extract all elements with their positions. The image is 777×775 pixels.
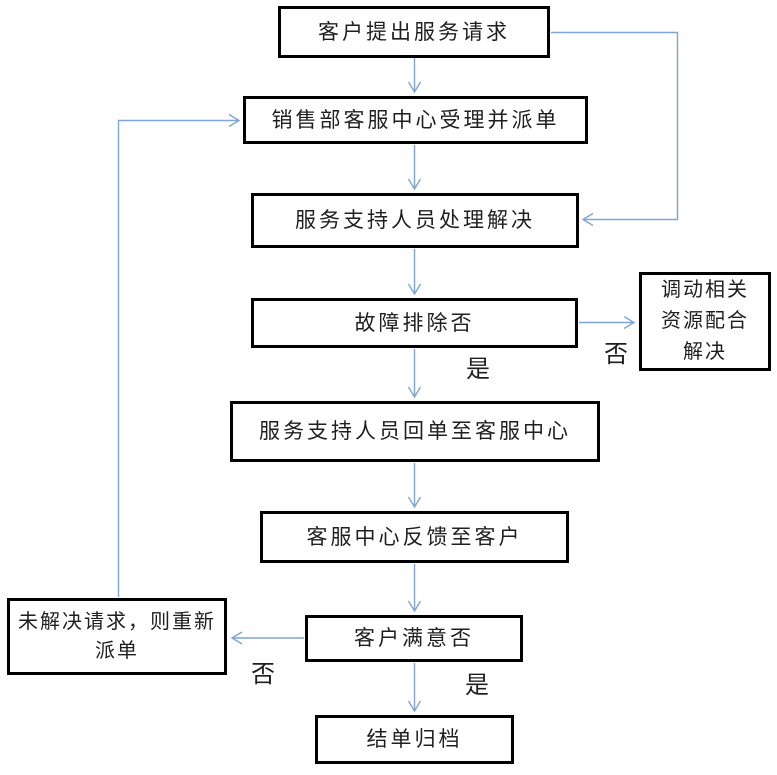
flow-node-request: 客户提出服务请求 bbox=[278, 6, 550, 58]
flow-node-accept-dispatch-label: 销售部客服中心受理并派单 bbox=[271, 107, 560, 132]
flow-node-redispatch: 未解决请求，则重新 派单 bbox=[7, 598, 227, 675]
edge-label-fault-no: 否 bbox=[604, 342, 628, 368]
flow-node-redispatch-line2: 派单 bbox=[95, 639, 139, 662]
flow-node-mobilize-line1: 调动相关 bbox=[661, 279, 749, 301]
flow-node-feedback: 客服中心反馈至客户 bbox=[260, 511, 569, 563]
connector-redispatch-to-accept bbox=[117, 113, 241, 597]
edge-label-satisfied-no: 否 bbox=[251, 662, 275, 688]
edge-label-fault-yes: 是 bbox=[466, 357, 490, 383]
flow-node-mobilize-resources: 调动相关 资源配合 解决 bbox=[639, 272, 771, 371]
flow-node-redispatch-line1: 未解决请求，则重新 bbox=[18, 610, 216, 633]
flow-node-fault-cleared: 故障排除否 bbox=[251, 298, 578, 348]
flow-node-fault-cleared-label: 故障排除否 bbox=[354, 310, 475, 335]
flow-node-support-handle: 服务支持人员处理解决 bbox=[251, 193, 579, 248]
flow-node-mobilize-line3: 解决 bbox=[683, 341, 727, 363]
flow-node-archive-label: 结单归档 bbox=[366, 727, 463, 752]
flow-node-support-handle-label: 服务支持人员处理解决 bbox=[295, 208, 535, 233]
flow-node-feedback-label: 客服中心反馈至客户 bbox=[306, 524, 523, 549]
flow-node-satisfied: 客户满意否 bbox=[305, 615, 523, 662]
flow-node-accept-dispatch: 销售部客服中心受理并派单 bbox=[243, 96, 588, 144]
flow-node-archive: 结单归档 bbox=[315, 715, 514, 764]
flow-node-return-order: 服务支持人员回单至客服中心 bbox=[230, 401, 600, 462]
flow-node-return-order-label: 服务支持人员回单至客服中心 bbox=[259, 419, 571, 444]
flow-node-request-label: 客户提出服务请求 bbox=[318, 19, 510, 44]
edge-label-satisfied-yes: 是 bbox=[465, 673, 489, 699]
flow-node-satisfied-label: 客户满意否 bbox=[354, 626, 474, 651]
flow-node-mobilize-line2: 资源配合 bbox=[661, 310, 749, 332]
